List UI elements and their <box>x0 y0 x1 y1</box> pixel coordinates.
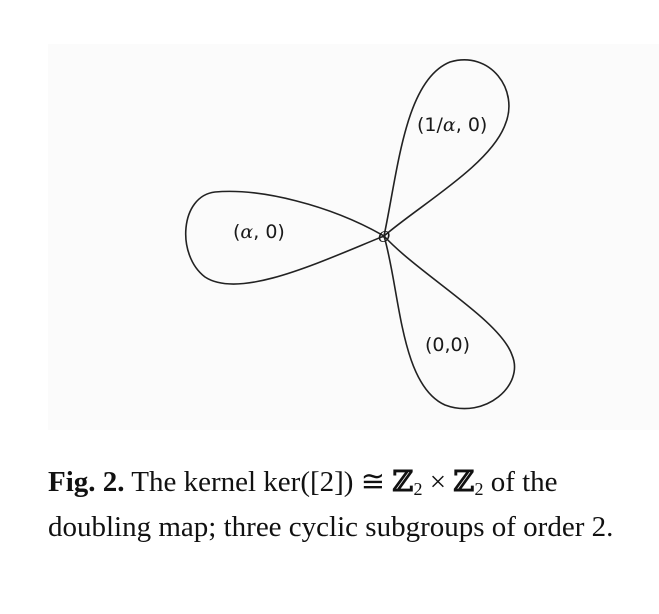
figure-panel <box>48 44 659 430</box>
label-zero: (0,0) <box>425 334 470 356</box>
figure-caption: Fig. 2. The kernel ker([2]) ≅ ℤ2 × ℤ2 of… <box>48 462 648 546</box>
caption-z-sub-1: 2 <box>413 479 423 499</box>
caption-text-after: of the doubling map; three cyclic subgro… <box>48 466 614 543</box>
loop-alpha <box>184 190 386 285</box>
caption-z-symbol-2: ℤ <box>453 464 475 498</box>
caption-z-symbol-1: ℤ <box>392 464 414 498</box>
loop-one-over-alpha <box>382 59 510 239</box>
caption-fig-label: Fig. 2. <box>48 466 125 498</box>
label-one-over-alpha: (1/α, 0) <box>417 114 487 136</box>
loop-zero <box>383 235 516 410</box>
label-alpha: (α, 0) <box>233 221 285 243</box>
figure-diagram: O (1/α, 0) (α, 0) (0,0) <box>184 59 516 410</box>
caption-text-before: The kernel ker([2]) ≅ <box>124 466 393 498</box>
caption-z-sub-2: 2 <box>474 479 484 499</box>
caption-times: × <box>422 466 454 498</box>
origin-label: O <box>378 228 390 246</box>
